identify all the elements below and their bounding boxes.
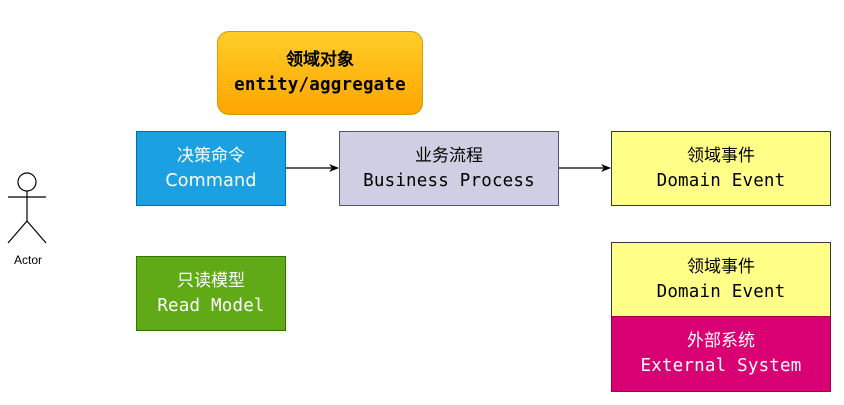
- external-system-node[interactable]: 外部系统 External System: [611, 316, 831, 392]
- event-legend-title-zh: 领域事件: [687, 256, 755, 277]
- domain-event-node[interactable]: 领域事件 Domain Event: [611, 131, 831, 206]
- domain-event-legend-node[interactable]: 领域事件 Domain Event: [611, 242, 831, 317]
- event-title-zh: 领域事件: [687, 145, 755, 166]
- command-title-en: Command: [165, 170, 257, 191]
- external-system-title-en: External System: [640, 356, 802, 376]
- actor-icon: [7, 172, 47, 244]
- actor-label: Actor: [13, 253, 42, 267]
- event-title-en: Domain Event: [656, 170, 786, 191]
- aggregate-node[interactable]: 领域对象 entity/aggregate: [217, 31, 423, 115]
- process-title-zh: 业务流程: [415, 145, 483, 166]
- process-title-en: Business Process: [363, 170, 535, 191]
- command-node[interactable]: 决策命令 Command: [136, 131, 286, 206]
- external-system-title-zh: 外部系统: [687, 331, 755, 351]
- actor-left-leg: [7, 220, 28, 244]
- event-legend-title-en: Domain Event: [656, 281, 786, 302]
- actor-right-leg: [26, 220, 47, 244]
- read-model-title-en: Read Model: [157, 295, 265, 316]
- actor-head: [17, 172, 37, 192]
- business-process-node[interactable]: 业务流程 Business Process: [339, 131, 559, 206]
- aggregate-title-zh: 领域对象: [286, 50, 354, 70]
- read-model-title-zh: 只读模型: [177, 270, 245, 291]
- read-model-node[interactable]: 只读模型 Read Model: [136, 256, 286, 331]
- command-title-zh: 决策命令: [177, 145, 245, 166]
- aggregate-title-en: entity/aggregate: [234, 75, 406, 95]
